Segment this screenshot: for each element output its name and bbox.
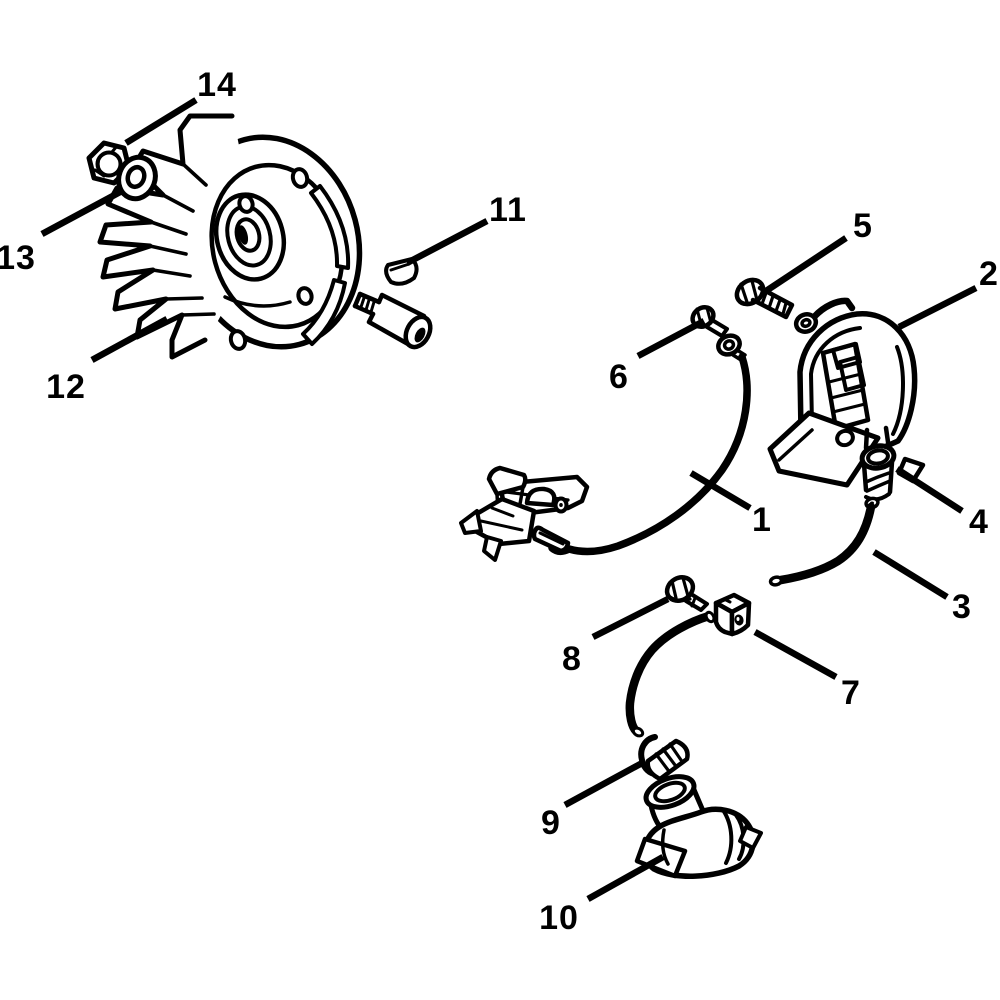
leader-line-12 bbox=[90, 316, 169, 363]
screw5-drawing bbox=[734, 277, 795, 320]
part-label-7-clamp: 7 bbox=[841, 674, 861, 712]
part-label-1-short-circuit-wire: 1 bbox=[752, 501, 772, 539]
part-label-6-screw-with-ground-wire: 6 bbox=[609, 358, 629, 396]
leader-line-8 bbox=[591, 596, 670, 640]
part-label-11-woodruff-key: 11 bbox=[489, 191, 527, 229]
part-label-13-washer: 13 bbox=[0, 239, 36, 277]
part-label-5-screw: 5 bbox=[853, 207, 873, 245]
part-label-8-screw: 8 bbox=[562, 640, 582, 678]
leader-line-11 bbox=[405, 218, 489, 266]
leader-line-5 bbox=[764, 235, 848, 294]
ignition-lead-drawing bbox=[768, 502, 876, 587]
part-label-3-ignition-lead: 3 bbox=[952, 588, 972, 626]
leader-line-14 bbox=[124, 97, 198, 146]
contact-switch-drawing bbox=[459, 465, 590, 562]
clamp-drawing bbox=[713, 592, 752, 637]
leader-line-13 bbox=[40, 188, 124, 237]
leader-line-1 bbox=[689, 470, 752, 511]
part-label-4-lead-connector: 4 bbox=[969, 503, 989, 541]
leader-line-7 bbox=[753, 629, 838, 680]
leader-line-9 bbox=[563, 759, 646, 808]
short-circuit-wire-drawing bbox=[548, 353, 751, 556]
lead-lower-drawing bbox=[625, 610, 716, 738]
screw8-drawing bbox=[664, 575, 709, 612]
part-label-10-spark-plug-boot: 10 bbox=[539, 899, 579, 937]
part-label-2-ignition-module: 2 bbox=[979, 255, 999, 293]
leader-line-10 bbox=[586, 854, 665, 902]
screw6-drawing bbox=[690, 305, 729, 338]
part-label-9-spring: 9 bbox=[541, 804, 561, 842]
spring-drawing bbox=[638, 734, 690, 782]
threaded-plug-drawing bbox=[352, 291, 433, 350]
washer-drawing bbox=[116, 154, 158, 202]
leader-line-6 bbox=[636, 318, 706, 359]
part-label-12-flywheel: 12 bbox=[46, 368, 86, 406]
spark-plug-boot-drawing bbox=[634, 774, 763, 879]
lead-connector-drawing bbox=[859, 425, 897, 510]
part-label-14-nut: 14 bbox=[197, 66, 237, 104]
leader-line-4 bbox=[895, 466, 964, 514]
leader-line-3 bbox=[872, 549, 949, 600]
leader-line-2 bbox=[897, 285, 978, 330]
